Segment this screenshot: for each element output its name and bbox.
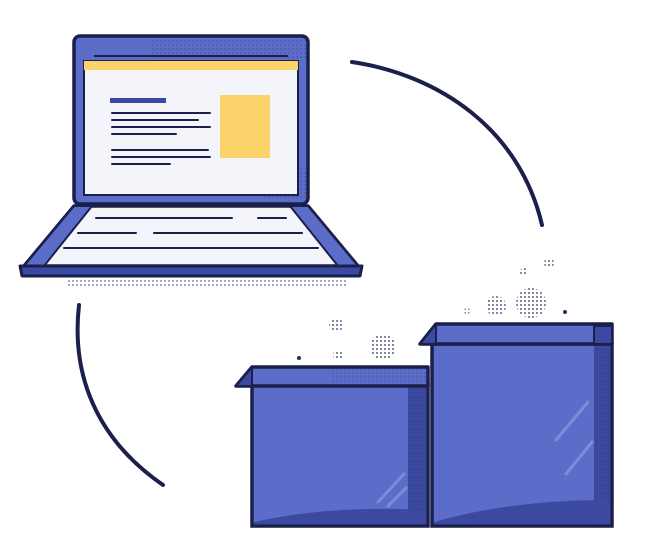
arc-arrow-top-right [350, 60, 544, 227]
box-icon [418, 322, 614, 528]
screen-header-bar [84, 61, 298, 70]
arc-arrow-bottom-left [75, 303, 165, 487]
screen-text-lines [111, 112, 211, 165]
tall-box-lid [418, 322, 614, 346]
box-icon [234, 365, 430, 528]
small-box-body [250, 382, 430, 528]
laptop-rim [18, 264, 364, 278]
keyboard-lines [63, 217, 319, 249]
floating-particles [297, 258, 567, 360]
screen-image-placeholder [220, 95, 270, 158]
laptop-icon [18, 34, 364, 286]
tall-box-body [430, 342, 614, 528]
screen-heading-line [110, 98, 166, 103]
